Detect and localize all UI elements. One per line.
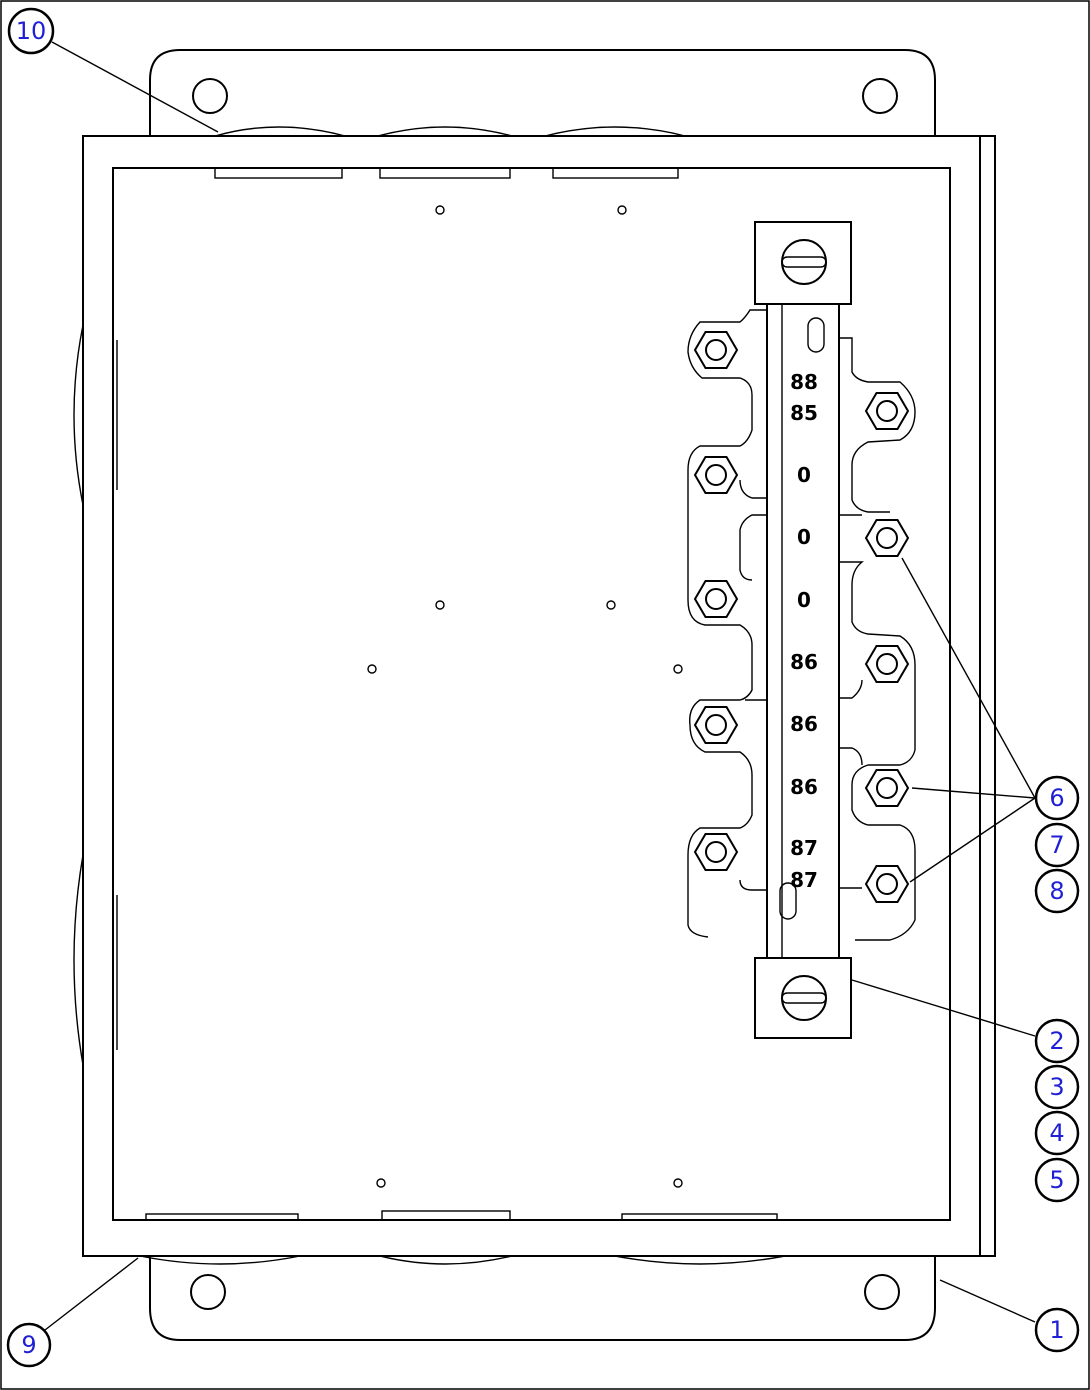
terminal-straps-right [839,337,916,941]
terminal-label-10: 87 [790,868,818,892]
knockout-slot-top-3 [552,167,679,179]
mounting-hole-bottom-right [864,1274,900,1310]
svg-text:2: 2 [1049,1027,1064,1055]
mounting-hole-top-left [192,78,228,114]
terminal-label-5: 0 [797,588,811,612]
callout-4: 4 [1034,1110,1080,1156]
svg-text:3: 3 [1049,1073,1064,1101]
svg-text:6: 6 [1049,784,1064,812]
svg-text:8: 8 [1049,877,1064,905]
terminal-label-7: 86 [790,712,818,736]
terminal-label-4: 0 [797,525,811,549]
terminal-strip-slot-top [807,317,825,353]
knockout-bulge-bottom-2 [379,1255,513,1265]
svg-text:7: 7 [1049,831,1064,859]
top-mounting-flange [149,49,936,136]
terminal-straps-left [687,309,767,938]
knockout-bulge-top-1 [214,126,346,137]
enclosure-inner [112,167,951,1221]
callout-5: 5 [1034,1157,1080,1203]
bottom-mounting-flange [149,1256,936,1341]
terminal-label-2: 85 [790,401,818,425]
terminal-strip-slot-bottom [779,882,797,920]
mounting-hole-bottom-left [190,1274,226,1310]
terminal-label-1: 88 [790,370,818,394]
terminal-mount-block-bottom [754,957,852,1039]
knockout-slot-top-1 [214,167,343,179]
knockout-bulge-left-2 [73,854,84,1066]
knockout-slot-bottom-1 [145,1213,299,1221]
knockout-bulge-bottom-1 [139,1255,301,1265]
svg-text:5: 5 [1049,1166,1064,1194]
terminal-label-8: 86 [790,775,818,799]
knockout-slot-bottom-3 [621,1213,778,1221]
svg-text:4: 4 [1049,1119,1064,1147]
callout-10: 10 [7,7,55,55]
terminal-mount-block-top [754,221,852,305]
enclosure-outer [82,135,996,1257]
callout-6: 6 [1034,775,1080,821]
terminal-label-3: 0 [797,463,811,487]
terminal-label-9: 87 [790,836,818,860]
slotted-screw-bottom [781,975,827,1021]
callout-1: 1 [1034,1307,1080,1353]
callout-3: 3 [1034,1064,1080,1110]
knockout-bulge-top-3 [544,126,686,137]
terminal-label-6: 86 [790,650,818,674]
leader-lines [44,41,1036,1331]
callout-9: 9 [6,1322,52,1368]
mounting-hole-top-right [862,78,898,114]
knockout-slot-top-2 [379,167,511,179]
knockout-bulge-left-1 [73,324,84,506]
slotted-screw-top [781,239,827,285]
knockout-bulge-top-2 [377,126,513,137]
svg-text:1: 1 [1049,1316,1064,1344]
knockout-bulge-bottom-3 [614,1255,786,1265]
svg-text:9: 9 [21,1331,36,1359]
callout-7: 7 [1034,822,1080,868]
hex-nuts [693,331,910,903]
callout-8: 8 [1034,868,1080,914]
knockout-slot-bottom-2 [381,1210,511,1221]
svg-text:10: 10 [16,17,47,45]
small-screws [367,205,683,1188]
callout-2: 2 [1034,1018,1080,1064]
terminal-strip-body [766,303,840,959]
